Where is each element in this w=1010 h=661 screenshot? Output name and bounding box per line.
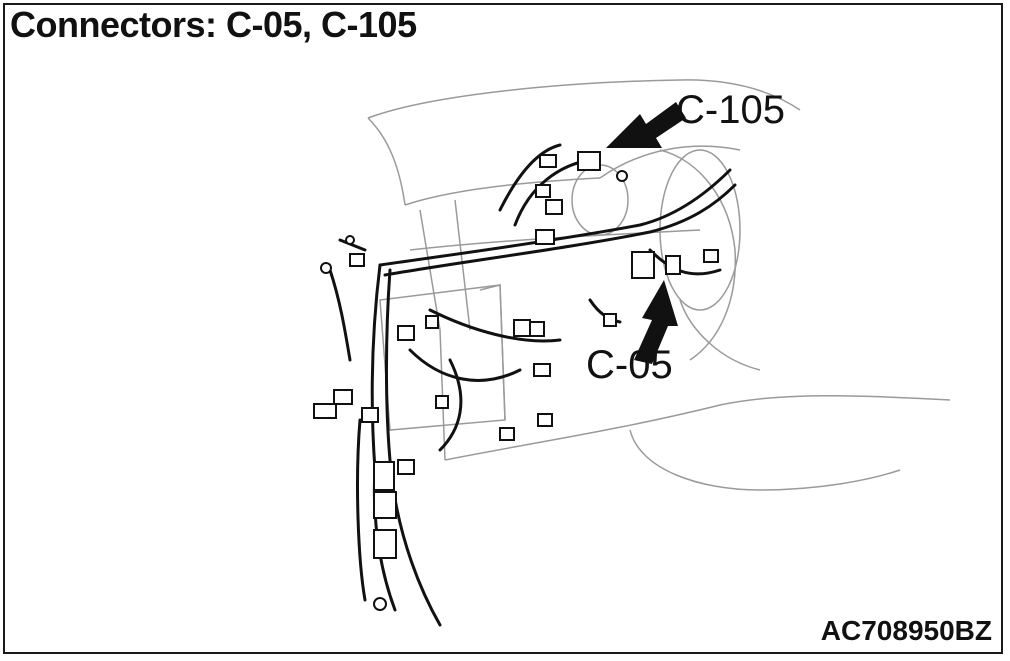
- callout-label-c05: C-05: [586, 343, 673, 387]
- diagram-title: Connectors: C-05, C-105: [10, 4, 417, 45]
- figure-code: AC708950BZ: [820, 615, 992, 646]
- wiring-harness: [328, 143, 737, 627]
- arrow-c05: [634, 280, 678, 364]
- ring-terminals: [320, 170, 628, 611]
- callout-label-c105: C-105: [676, 88, 785, 132]
- callout-arrows: [606, 102, 686, 364]
- arrow-c105: [606, 102, 686, 148]
- diagram-frame: [3, 3, 1003, 654]
- connector-blocks: [313, 151, 719, 559]
